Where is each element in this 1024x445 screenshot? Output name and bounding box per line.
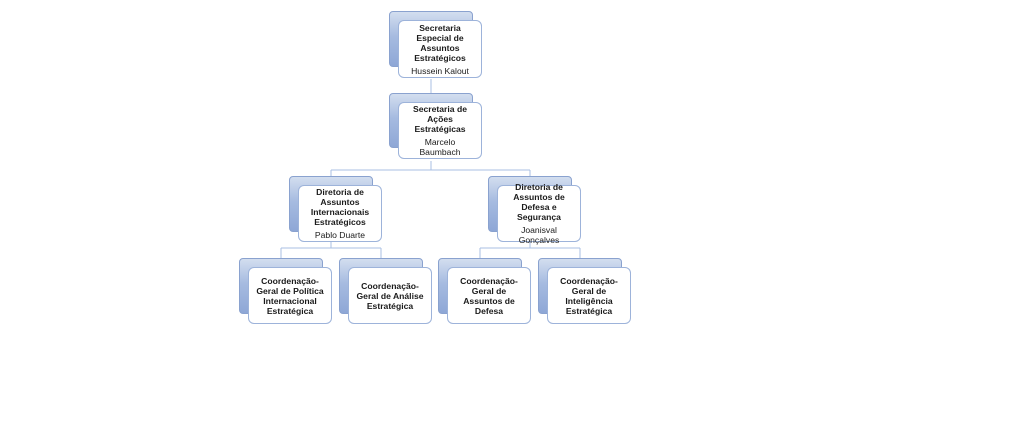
node-title: Coordenação-Geral de Inteligência Estrat… [560,275,618,316]
node-person: Pablo Duarte [314,230,366,240]
node-title: Secretaria Especial de Assuntos Estratég… [414,22,466,63]
node-person: Hussein Kalout [411,65,469,76]
node-title: Coordenação-Geral de Assuntos de Defesa [460,275,518,316]
node-title: Diretoria de Assuntos Internacionais Est… [310,187,370,227]
node-title: Secretaria de Ações Estratégicas [413,104,467,134]
node-title: Coordenação-Geral de Política Internacio… [256,275,324,316]
node-title: Diretoria de Assuntos de Defesa e Segura… [513,182,565,222]
node-title: Coordenação-Geral de Análise Estratégica [356,280,424,311]
node-person: Marcelo Baumbach [419,137,461,157]
node-person: Joanisval Gonçalves [518,225,560,245]
